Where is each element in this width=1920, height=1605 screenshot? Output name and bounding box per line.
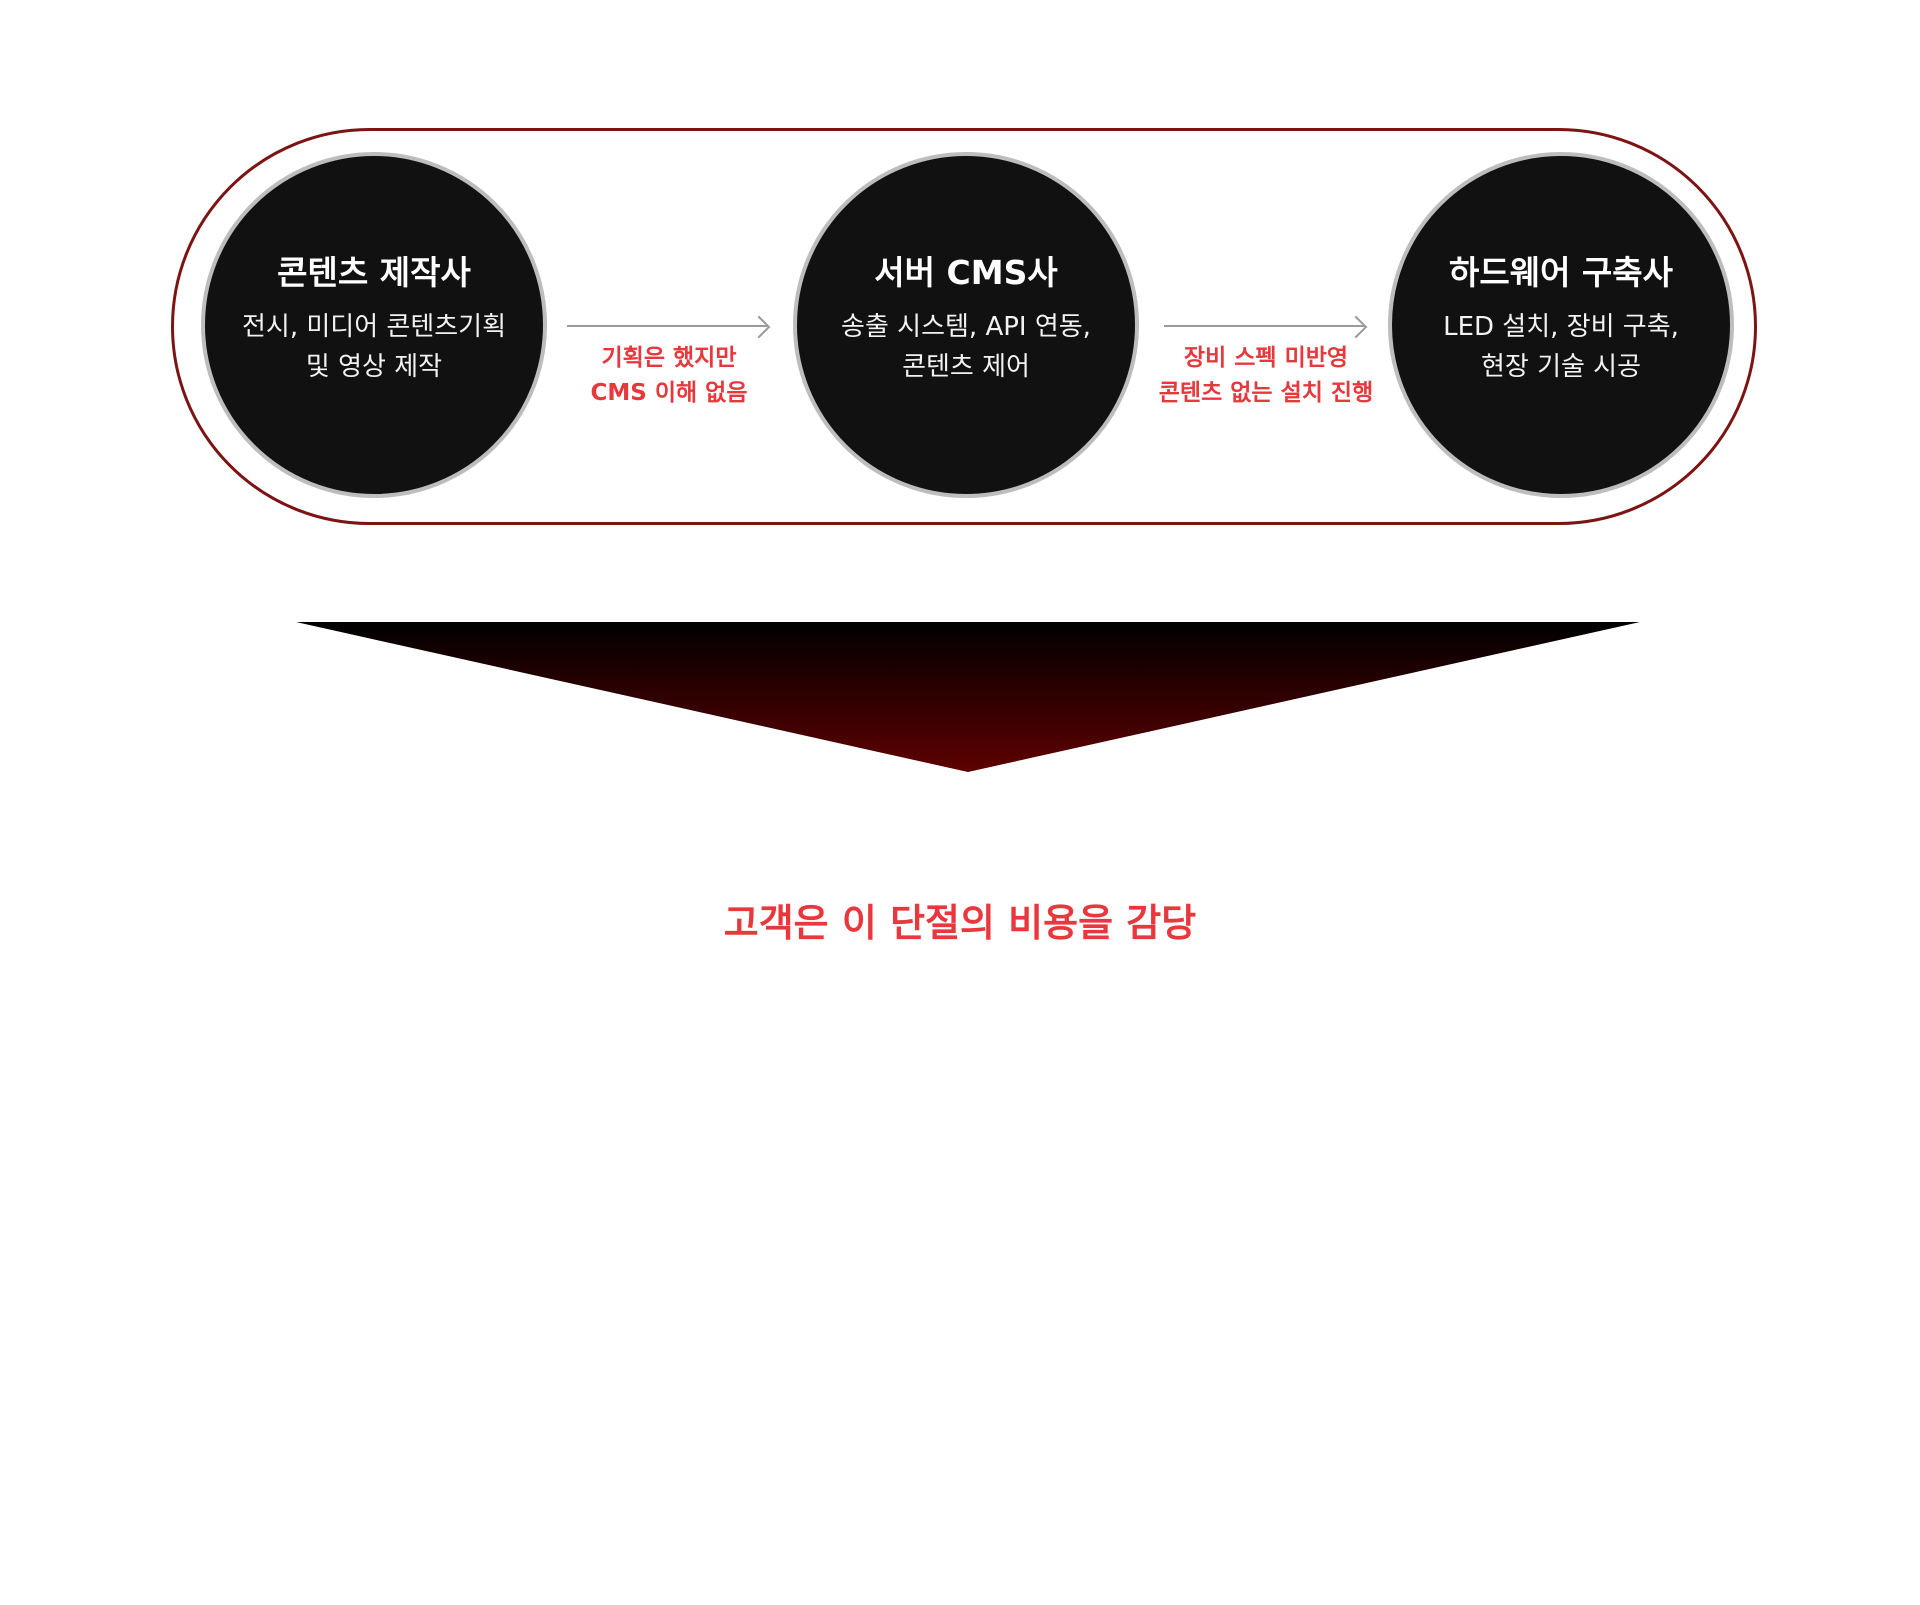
node-title: 하드웨어 구축사 xyxy=(1448,253,1673,292)
arrow-right-icon xyxy=(567,315,771,339)
node-server-cms: 서버 CMS사 송출 시스템, API 연동, 콘텐츠 제어 xyxy=(793,152,1139,498)
node-description: LED 설치, 장비 구축, 현장 기술 시공 xyxy=(1443,307,1679,387)
node-title: 서버 CMS사 xyxy=(874,253,1058,292)
node-description-line: 및 영상 제작 xyxy=(305,352,443,382)
node-title: 콘텐츠 제작사 xyxy=(277,253,471,292)
node-description-line: LED 설치, 장비 구축, xyxy=(1443,312,1679,342)
node-description-line: 전시, 미디어 콘텐츠기획 xyxy=(242,312,506,342)
node-description: 전시, 미디어 콘텐츠기획 및 영상 제작 xyxy=(242,307,506,387)
node-description: 송출 시스템, API 연동, 콘텐츠 제어 xyxy=(841,307,1091,387)
node-description-line: 송출 시스템, API 연동, xyxy=(841,312,1091,342)
gap-label-line: CMS 이해 없음 xyxy=(590,380,748,406)
arrow-right-icon xyxy=(1164,315,1368,339)
gap-label-line: 기획은 했지만 xyxy=(601,345,737,371)
conclusion-text: 고객은 이 단절의 비용을 감당 xyxy=(723,901,1197,945)
node-description-line: 현장 기술 시공 xyxy=(1480,352,1642,382)
process-container-outline xyxy=(171,128,1757,525)
node-hardware-builder: 하드웨어 구축사 LED 설치, 장비 구축, 현장 기술 시공 xyxy=(1388,152,1734,498)
node-content-producer: 콘텐츠 제작사 전시, 미디어 콘텐츠기획 및 영상 제작 xyxy=(201,152,547,498)
gap-label-cms-hardware: 장비 스펙 미반영 콘텐츠 없는 설치 진행 xyxy=(1136,341,1396,411)
gap-label-producer-cms: 기획은 했지만 CMS 이해 없음 xyxy=(569,341,769,411)
node-description-line: 콘텐츠 제어 xyxy=(902,352,1030,382)
gap-label-line: 장비 스펙 미반영 xyxy=(1183,345,1349,371)
funnel-down-icon xyxy=(296,622,1640,772)
gap-label-line: 콘텐츠 없는 설치 진행 xyxy=(1158,380,1374,406)
